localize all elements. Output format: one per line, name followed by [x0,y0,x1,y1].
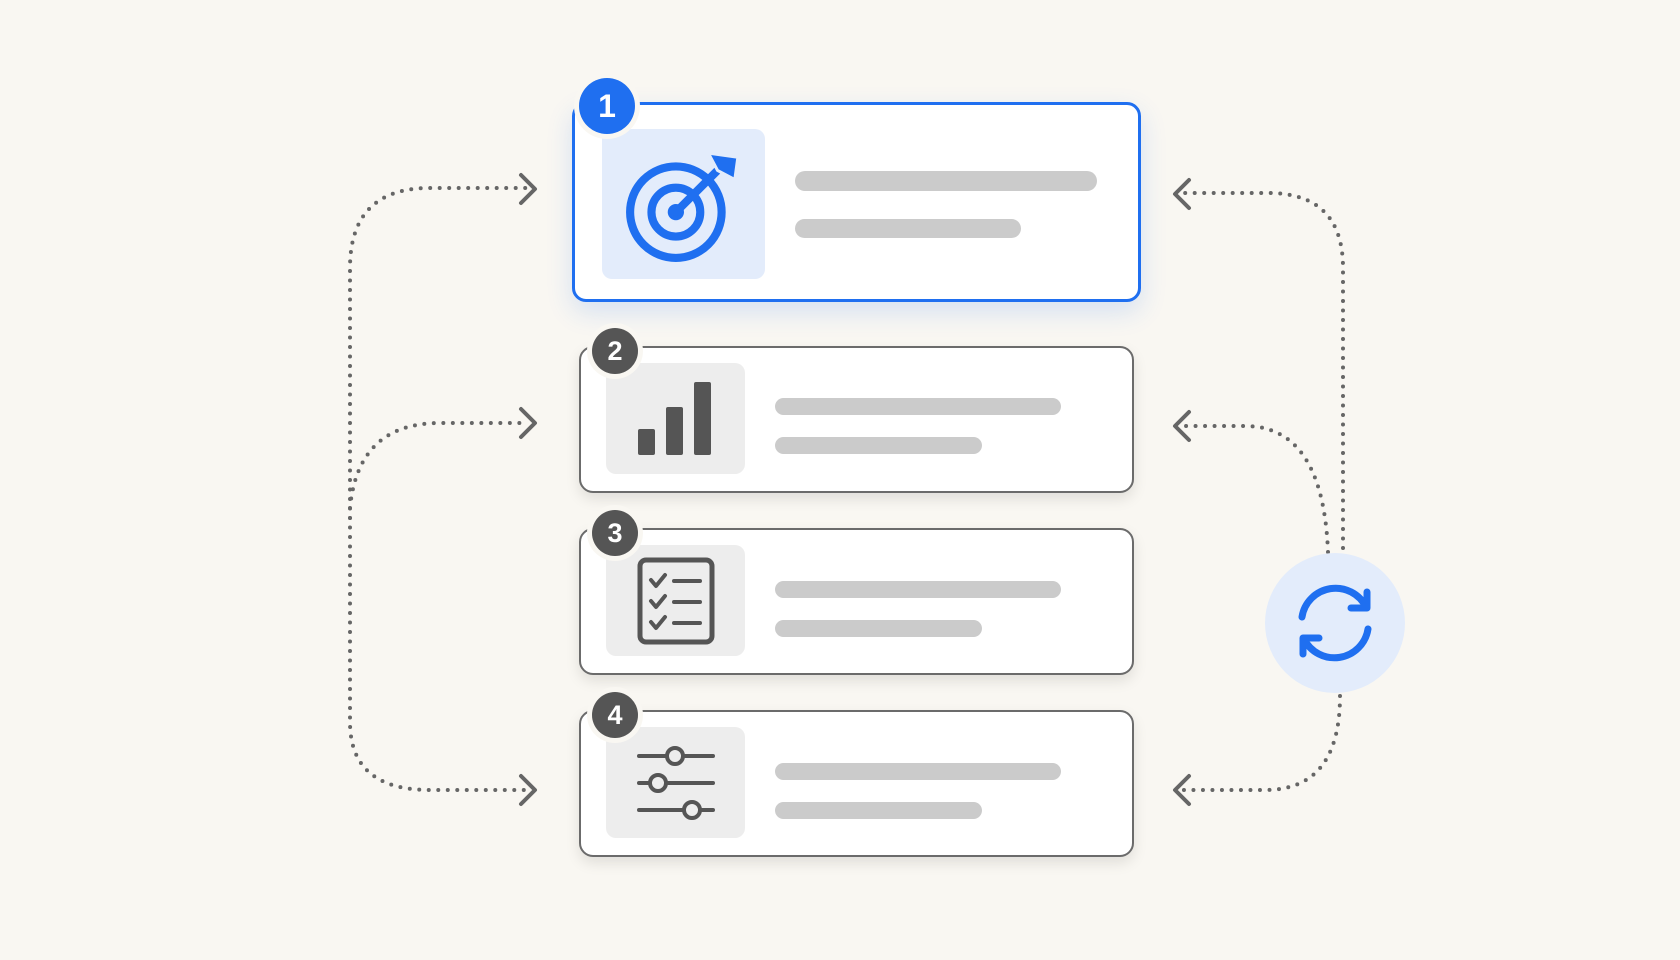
step-1-icon-tile [602,129,765,279]
step-1-number-badge: 1 [579,78,635,134]
step-1-title-placeholder [795,171,1097,191]
arrowhead-left-step2 [1173,410,1191,442]
step-2-number-badge: 2 [592,328,638,374]
connector-cycle-to-step1 [1178,191,1345,550]
step-3-subtitle-placeholder [775,620,982,637]
sliders-icon [636,745,715,820]
step-card-2[interactable] [579,346,1134,493]
arrowhead-right-step1 [519,173,537,205]
arrowhead-right-step4 [519,774,537,806]
arrowhead-left-step1 [1173,178,1191,210]
step-4-subtitle-placeholder [775,802,982,819]
connector-left-to-step1 [348,186,530,520]
connector-cycle-to-step2 [1178,424,1330,554]
step-1-subtitle-placeholder [795,219,1021,238]
arrowhead-left-step4 [1173,774,1191,806]
step-2-subtitle-placeholder [775,437,982,454]
connector-left-to-step4 [348,516,530,792]
step-3-number-badge: 3 [592,510,638,556]
step-4-title-placeholder [775,763,1061,780]
refresh-cycle-icon [1298,584,1372,662]
step-3-title-placeholder [775,581,1061,598]
step-2-icon-tile [606,363,745,474]
cycle-indicator [1265,553,1405,693]
connector-left-to-step2 [348,421,530,510]
step-card-3[interactable] [579,528,1134,675]
step-4-icon-tile [606,727,745,838]
step-3-icon-tile [606,545,745,656]
target-arrow-icon [625,151,739,262]
step-card-4[interactable] [579,710,1134,857]
connector-cycle-to-step4 [1178,694,1342,792]
step-4-number-badge: 4 [592,692,638,738]
bar-chart-icon [637,381,711,455]
step-card-1[interactable] [572,102,1141,302]
step-2-title-placeholder [775,398,1061,415]
checklist-icon [637,557,714,644]
arrowhead-right-step2 [519,407,537,439]
